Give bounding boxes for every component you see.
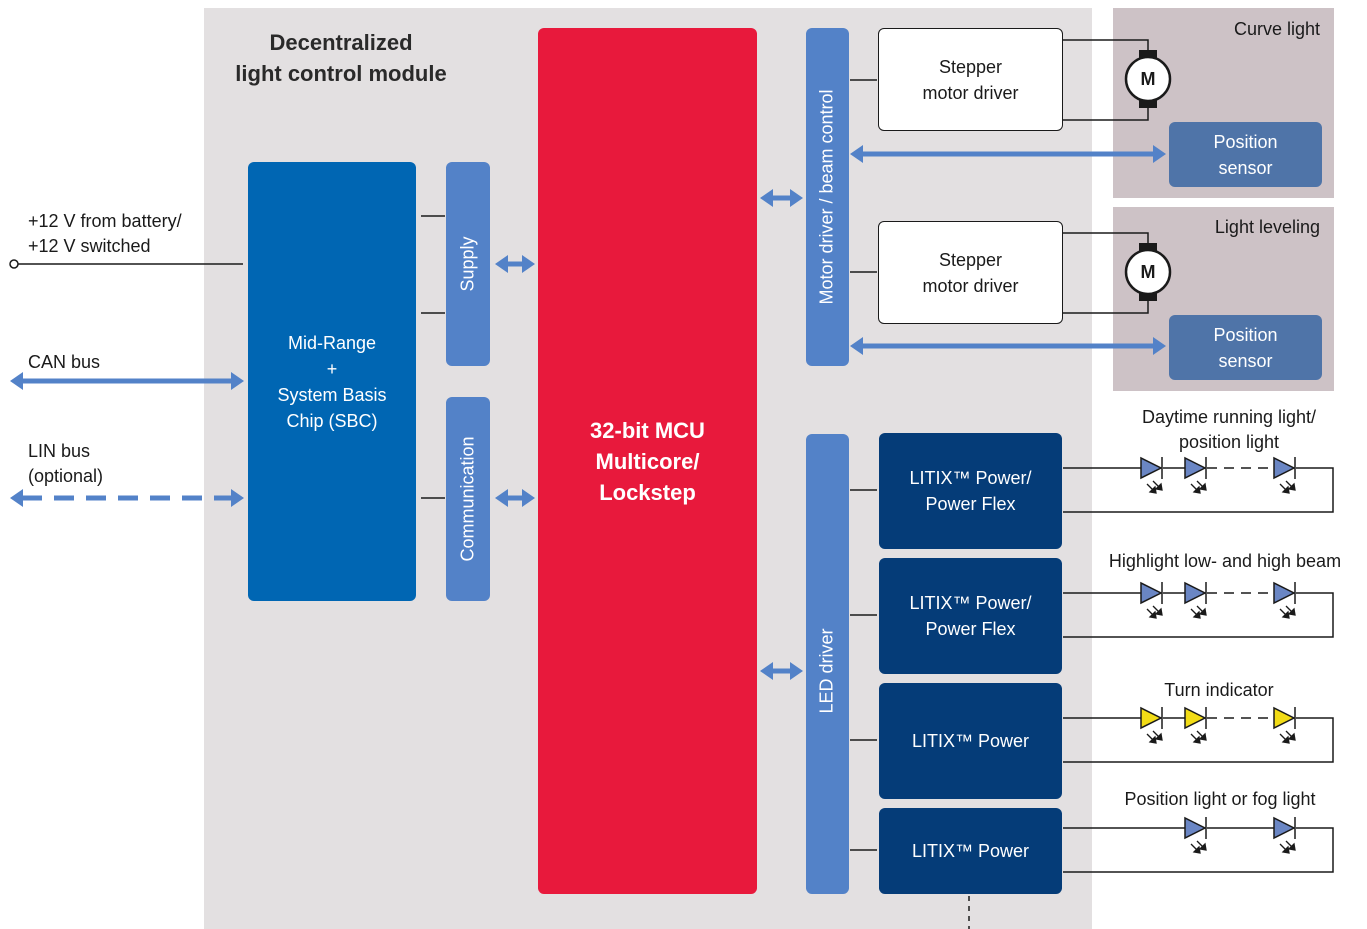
emission-icon bbox=[1279, 840, 1296, 854]
module-title: Decentralized light control module bbox=[235, 30, 447, 86]
emission-icon bbox=[1279, 480, 1296, 494]
led-icon bbox=[1184, 456, 1207, 480]
led-icon bbox=[1184, 706, 1207, 730]
supply-block bbox=[446, 162, 490, 366]
motor-label-2: M bbox=[1140, 261, 1156, 282]
fog-light-label: Position light or fog light bbox=[1124, 789, 1316, 809]
litix-block-2: LITIX™ Power/ Power Flex bbox=[879, 558, 1062, 674]
motor-label-1: M bbox=[1140, 68, 1156, 89]
can-bus-label: CAN bus bbox=[28, 352, 101, 372]
led-icon bbox=[1184, 816, 1207, 840]
emission-icon bbox=[1146, 730, 1163, 744]
lin-bus-label: LIN bus (optional) bbox=[28, 441, 104, 486]
led-icon bbox=[1140, 581, 1163, 605]
led-icon bbox=[1273, 581, 1296, 605]
curve-light-label: Curve light bbox=[1233, 19, 1320, 39]
battery-input-label: +12 V from battery/ +12 V switched bbox=[28, 211, 182, 256]
emission-icon bbox=[1190, 840, 1207, 854]
emission-icon bbox=[1146, 480, 1163, 494]
position-sensor-2: Position sensor bbox=[1169, 315, 1322, 380]
turn-indicator-label: Turn indicator bbox=[1164, 680, 1274, 700]
litix-block-4: LITIX™ Power bbox=[879, 808, 1062, 894]
communication-label: Communication bbox=[457, 436, 478, 562]
led-icon bbox=[1184, 581, 1207, 605]
led-icon bbox=[1273, 816, 1296, 840]
stepper-motor-driver-1: Stepper motor driver bbox=[878, 28, 1063, 131]
litix-block-1: LITIX™ Power/ Power Flex bbox=[879, 433, 1062, 549]
emission-icon bbox=[1279, 730, 1296, 744]
motor-icon bbox=[1124, 243, 1172, 301]
emission-icon bbox=[1279, 605, 1296, 619]
led-icon bbox=[1273, 706, 1296, 730]
led-driver-label: LED driver bbox=[816, 628, 837, 714]
led-icon bbox=[1140, 456, 1163, 480]
led-driver-block bbox=[806, 434, 849, 894]
led-icon bbox=[1273, 456, 1296, 480]
drl-label: Daytime running light/ position light bbox=[1141, 407, 1317, 452]
emission-icon bbox=[1190, 480, 1207, 494]
motor-driver-block bbox=[806, 28, 849, 366]
motor-driver-label: Motor driver / beam control bbox=[816, 89, 837, 305]
motor-icon bbox=[1124, 50, 1172, 108]
position-sensor-1: Position sensor bbox=[1169, 122, 1322, 187]
emission-icon bbox=[1146, 605, 1163, 619]
litix-block-3: LITIX™ Power bbox=[879, 683, 1062, 799]
stepper-motor-driver-2: Stepper motor driver bbox=[878, 221, 1063, 324]
light-leveling-label: Light leveling bbox=[1214, 217, 1320, 237]
emission-icon bbox=[1190, 730, 1207, 744]
sbc-block: Mid-Range + System Basis Chip (SBC) bbox=[248, 162, 416, 601]
emission-icon bbox=[1190, 605, 1207, 619]
mcu-block: 32-bit MCU Multicore/ Lockstep bbox=[538, 28, 757, 894]
communication-block bbox=[446, 397, 490, 601]
supply-label: Supply bbox=[457, 236, 478, 292]
led-icon bbox=[1140, 706, 1163, 730]
highlight-label: Highlight low- and high beam bbox=[1108, 551, 1342, 571]
